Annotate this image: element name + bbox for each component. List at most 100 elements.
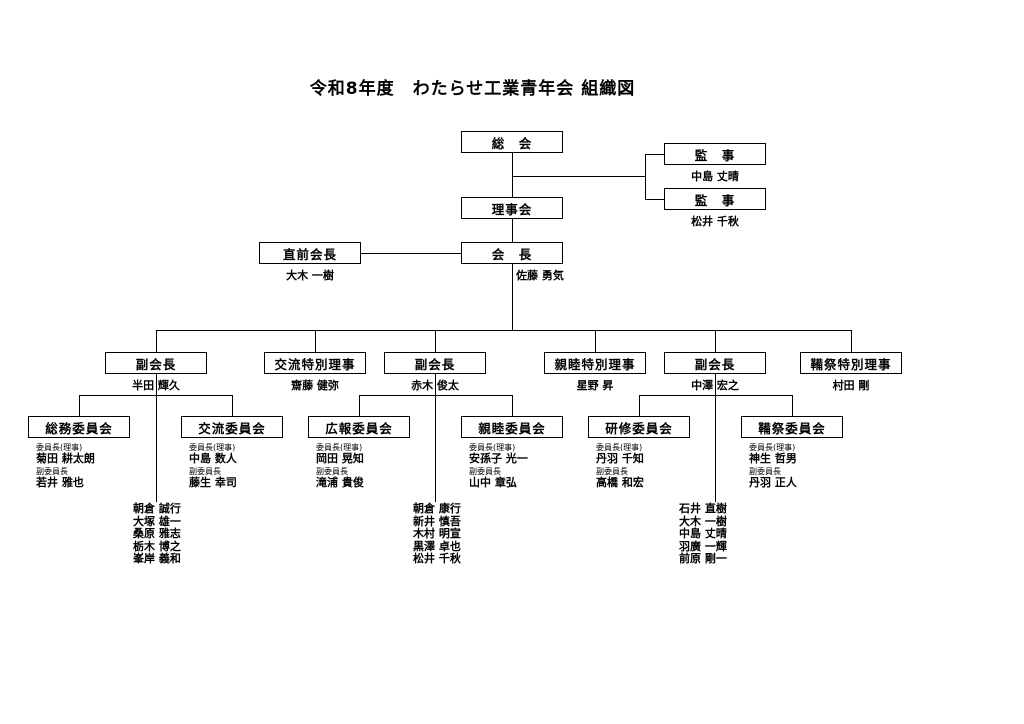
connector-line [792,395,793,416]
connector-line [156,374,157,502]
chair-name: 中島 数人 [189,452,237,465]
chair-title: 委員長(理事) [596,443,643,452]
node-vice-president-1: 副会長 [105,352,207,374]
member-name: 羽廣 一輝 [679,539,727,553]
connector-line [645,154,664,155]
vice-chair-title: 副委員長 [189,467,221,476]
vice-chair-title: 副委員長 [469,467,501,476]
connector-line [512,219,513,242]
connector-line [715,330,716,352]
connector-line [512,264,513,330]
chair-name: 安孫子 光一 [469,452,528,465]
person-name-special2: 星野 昇 [576,379,614,392]
connector-line [315,330,316,352]
connector-line [156,330,852,331]
chair-name: 丹羽 千知 [596,452,644,465]
vice-chair-name: 丹羽 正人 [749,476,797,489]
committee-detail: 委員長(理事) 神生 哲男 副委員長 丹羽 正人 [749,441,797,489]
connector-line [645,199,664,200]
vice-chair-title: 副委員長 [36,467,68,476]
node-committee-fellowship: 親睦委員会 [461,416,563,438]
node-committee-general-affairs: 総務委員会 [28,416,130,438]
vice-chair-name: 若井 雅也 [36,476,84,489]
node-board: 理事会 [461,197,563,219]
connector-line [361,253,461,254]
member-list-2: 朝倉 康行 新井 慎吾 木村 明宣 黒澤 卓也 松井 千秋 [413,502,461,566]
member-name: 朝倉 康行 [413,502,461,515]
member-name: 大塚 雄一 [133,514,181,528]
node-committee-exchange: 交流委員会 [181,416,283,438]
chair-title: 委員長(理事) [189,443,236,452]
connector-line [512,176,646,177]
node-general-assembly: 総 会 [461,131,563,153]
person-name-special3: 村田 剛 [832,379,870,392]
person-name-special1: 齋藤 健弥 [291,379,339,392]
page-title: 令和8年度 わたらせ工業青年会 組織図 [309,79,636,99]
node-auditor-1: 監 事 [664,143,766,165]
vice-chair-name: 滝浦 貴俊 [316,476,364,489]
vice-chair-name: 高橋 和宏 [596,476,644,489]
node-auditor-2: 監 事 [664,188,766,210]
member-name: 石井 直樹 [679,502,727,515]
person-name-auditor-2: 松井 千秋 [691,215,739,228]
member-name: 朝倉 誠行 [133,502,181,515]
member-name: 新井 慎吾 [413,514,461,528]
chair-title: 委員長(理事) [36,443,83,452]
connector-line [645,154,646,200]
vice-chair-title: 副委員長 [749,467,781,476]
person-name-vp2: 赤木 俊太 [411,379,459,392]
connector-line [512,153,513,197]
connector-line [435,330,436,352]
chair-name: 神生 哲男 [749,452,797,465]
connector-line [715,374,716,502]
committee-detail: 委員長(理事) 菊田 耕太朗 副委員長 若井 雅也 [36,441,95,489]
person-name-vp3: 中澤 宏之 [691,379,739,392]
member-list-3: 石井 直樹 大木 一樹 中島 丈晴 羽廣 一輝 前原 剛一 [679,502,727,566]
member-name: 前原 剛一 [679,552,727,565]
member-list-1: 朝倉 誠行 大塚 雄一 桑原 雅志 栃木 博之 峯岸 義和 [133,502,181,566]
member-name: 桑原 雅志 [133,527,181,540]
committee-detail: 委員長(理事) 安孫子 光一 副委員長 山中 章弘 [469,441,528,489]
committee-detail: 委員長(理事) 丹羽 千知 副委員長 高橋 和宏 [596,441,644,489]
vice-chair-title: 副委員長 [316,467,348,476]
connector-line [512,395,513,416]
node-vice-president-2: 副会長 [384,352,486,374]
node-president: 会 長 [461,242,563,264]
connector-line [79,395,80,416]
connector-line [232,395,233,416]
connector-line [595,330,596,352]
committee-detail: 委員長(理事) 中島 数人 副委員長 藤生 幸司 [189,441,237,489]
node-special-director-3: 鞴祭特別理事 [800,352,902,374]
member-name: 栃木 博之 [133,539,181,553]
member-name: 黒澤 卓也 [413,539,461,553]
chair-title: 委員長(理事) [749,443,796,452]
chair-title: 委員長(理事) [316,443,363,452]
vice-chair-name: 藤生 幸司 [189,476,237,489]
connector-line [639,395,640,416]
vice-chair-title: 副委員長 [596,467,628,476]
node-special-director-2: 親睦特別理事 [544,352,646,374]
connector-line [359,395,360,416]
person-name-past-president: 大木 一樹 [286,269,334,282]
chair-name: 岡田 晃知 [316,452,364,465]
connector-line [639,395,793,396]
member-name: 中島 丈晴 [679,527,727,540]
node-special-director-1: 交流特別理事 [264,352,366,374]
vice-chair-name: 山中 章弘 [469,476,517,489]
connector-line [435,374,436,502]
member-name: 松井 千秋 [413,552,461,565]
person-name-president: 佐藤 勇気 [516,269,564,282]
node-past-president: 直前会長 [259,242,361,264]
committee-detail: 委員長(理事) 岡田 晃知 副委員長 滝浦 貴俊 [316,441,364,489]
connector-line [851,330,852,352]
node-committee-pr: 広報委員会 [308,416,410,438]
member-name: 峯岸 義和 [133,552,181,565]
member-name: 木村 明宣 [413,527,461,540]
node-committee-fuigo-festival: 鞴祭委員会 [741,416,843,438]
chair-title: 委員長(理事) [469,443,516,452]
connector-line [79,395,233,396]
connector-line [359,395,513,396]
node-vice-president-3: 副会長 [664,352,766,374]
chair-name: 菊田 耕太朗 [36,452,95,465]
